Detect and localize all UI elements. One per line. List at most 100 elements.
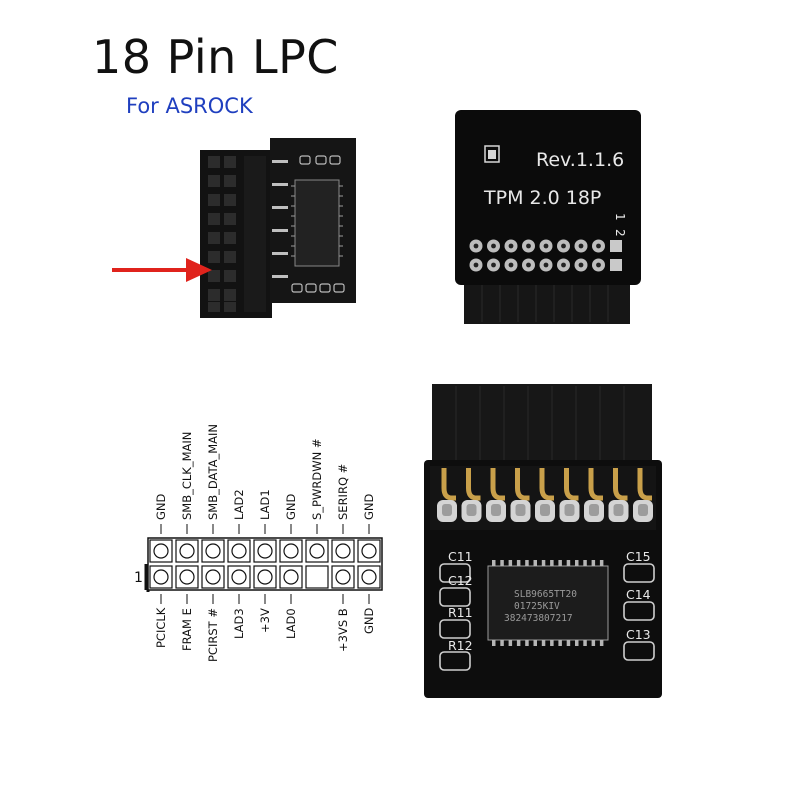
pin-cell <box>253 565 277 589</box>
chip-leg <box>558 560 562 566</box>
chip-leg <box>525 640 529 646</box>
pin-circle <box>231 543 247 559</box>
pin-bottom-label: +3VS B <box>336 608 350 652</box>
solder-joint <box>638 504 648 516</box>
pin-cell <box>149 565 173 589</box>
chip-marking-2: 01725KIV <box>514 601 560 612</box>
pin-top-label: S_PWRDWN # <box>310 438 324 520</box>
pin-cell <box>305 565 329 589</box>
page-subtitle: For ASROCK <box>126 94 253 118</box>
pin-bottom-label: LAD0 <box>284 608 298 639</box>
component-label: C13 <box>626 627 651 642</box>
gold-pin <box>441 468 456 501</box>
chip-leg <box>550 640 554 646</box>
chip-leg <box>550 560 554 566</box>
pin-top-label: GND <box>362 493 376 520</box>
gold-pin <box>637 468 652 501</box>
chip-leg <box>533 640 537 646</box>
chip-leg <box>566 560 571 566</box>
pin-bottom-label: LAD3 <box>232 608 246 639</box>
front-pad-hole <box>473 243 479 249</box>
chip-leg <box>575 560 579 566</box>
front-pad-hole <box>596 243 601 249</box>
pin-cell <box>357 539 381 563</box>
chip-leg <box>583 640 587 646</box>
component-label: C14 <box>626 587 651 602</box>
solder-joint <box>515 504 526 516</box>
chip-leg <box>583 560 587 566</box>
pin-circle <box>335 569 351 585</box>
pin-cell <box>279 565 303 589</box>
chip-leg <box>516 560 521 566</box>
solder-joint <box>466 504 477 516</box>
front-pad <box>610 240 622 252</box>
front-pad-hole <box>526 262 531 268</box>
front-pad-hole <box>491 262 496 268</box>
front-pad-hole <box>473 262 479 268</box>
front-pad-hole <box>561 243 566 249</box>
pin-circle <box>335 543 351 559</box>
pin-circle <box>231 569 247 585</box>
gold-pin <box>466 468 481 501</box>
pin-circle <box>205 543 221 559</box>
page-title: 18 Pin LPC <box>92 30 339 84</box>
chip-leg <box>591 560 596 566</box>
chip-leg <box>533 560 537 566</box>
solder-joint <box>564 504 575 516</box>
board-revision-text: Rev.1.1.6 <box>536 149 624 171</box>
pin-cell <box>305 539 329 563</box>
component-label: C11 <box>448 549 473 564</box>
board-model-text: TPM 2.0 18P <box>483 187 601 209</box>
pin-bottom-label: +3V <box>258 608 272 633</box>
chip-marking-3: 382473807217 <box>504 613 573 624</box>
chip-leg <box>599 640 604 646</box>
pin-circle <box>179 543 195 559</box>
chip-leg <box>508 560 513 566</box>
chip-leg <box>541 640 546 646</box>
pin-top-label: GND <box>284 493 298 520</box>
pin-cell <box>149 539 173 563</box>
solder-joint <box>540 504 550 516</box>
gold-pin <box>588 468 603 501</box>
pin-mark-1: 1 <box>613 213 627 221</box>
pin-top-label: SMB_DATA_MAIN <box>206 423 220 520</box>
solder-joint <box>491 504 501 516</box>
pin-cell <box>175 539 199 563</box>
pin-cell <box>175 565 199 589</box>
chip-leg <box>492 640 496 646</box>
component-label: R11 <box>448 605 473 620</box>
solder-joint <box>589 504 599 516</box>
pin-circle <box>257 569 273 585</box>
pin-cell <box>227 565 251 589</box>
pin-header-outline <box>147 537 383 591</box>
pin-cell <box>357 565 381 589</box>
gold-pin <box>515 468 530 501</box>
front-pad-hole <box>508 262 514 268</box>
front-pad-hole <box>491 243 496 249</box>
pin-circle <box>179 569 195 585</box>
front-pad-hole <box>578 243 584 249</box>
pin-cell <box>201 539 225 563</box>
pin1-label: 1 <box>134 570 143 586</box>
pin-circle <box>361 543 377 559</box>
front-pad-hole <box>578 262 584 268</box>
pin-mark-2: 2 <box>613 229 627 237</box>
chip-marking-1: SLB9665TT20 <box>514 589 577 600</box>
solder-joint <box>442 504 452 516</box>
component-label: C15 <box>626 549 651 564</box>
front-pad-hole <box>543 262 549 268</box>
chip-leg <box>525 560 529 566</box>
pin-top-label: SMB_CLK_MAIN <box>180 431 194 520</box>
pin-top-label: GND <box>154 493 168 520</box>
pin-circle <box>309 543 325 559</box>
pin-cell <box>227 539 251 563</box>
pin-circle <box>283 543 299 559</box>
pin-bottom-label: PCIRST # <box>206 608 220 662</box>
pin-cell <box>279 539 303 563</box>
chip-leg <box>599 560 604 566</box>
pin-bottom-label: GND <box>362 608 376 635</box>
pin-bottom-label: PCICLK <box>154 608 168 649</box>
gold-pin <box>539 468 554 501</box>
